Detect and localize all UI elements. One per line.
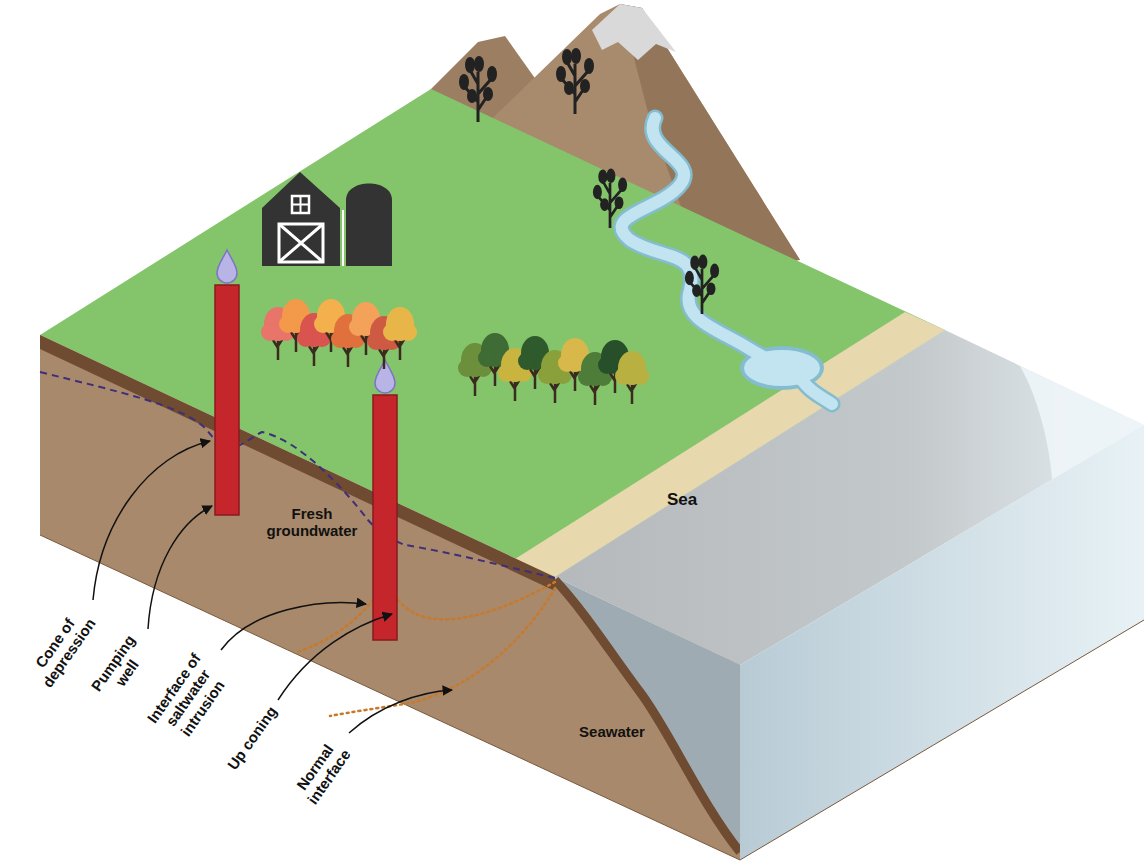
leader-lines — [93, 441, 452, 733]
sea-label: Sea — [667, 490, 697, 510]
block-bottom-edge — [40, 535, 1144, 860]
callout-label: Interface of saltwater intrusion — [140, 645, 235, 750]
zone-label: Fresh groundwater — [262, 505, 362, 540]
shrubs — [459, 48, 719, 314]
river — [622, 118, 832, 404]
seabed — [555, 580, 740, 852]
zone-label: Seawater — [579, 723, 645, 740]
sea-water-face — [555, 577, 740, 852]
barn — [262, 172, 392, 266]
green-trees — [458, 333, 649, 405]
soil-face — [40, 335, 740, 860]
sea-side-face — [740, 425, 1144, 860]
callout-label: Normal interface — [287, 732, 358, 812]
water-table — [40, 372, 555, 578]
normal-interface — [330, 588, 555, 716]
up-coning-interface — [298, 582, 555, 652]
topsoil-band — [40, 335, 555, 591]
pumping-wells — [215, 250, 397, 640]
callout-label: Pumping well — [85, 629, 155, 708]
autumn-trees — [261, 299, 417, 369]
callout-label: Up coning — [224, 703, 280, 773]
